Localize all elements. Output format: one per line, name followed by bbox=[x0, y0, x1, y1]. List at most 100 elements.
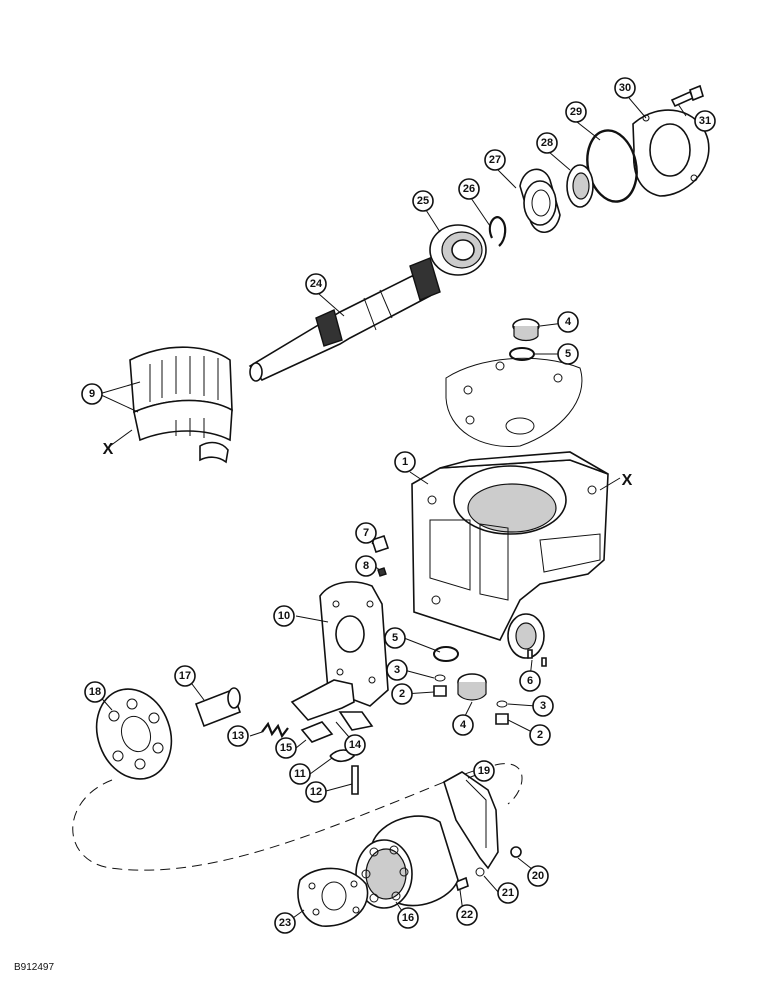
svg-text:5: 5 bbox=[392, 632, 398, 644]
svg-text:2: 2 bbox=[537, 729, 543, 741]
housing-gasket bbox=[445, 357, 583, 448]
callout-2-left: 2 bbox=[391, 683, 413, 705]
callout-19: 19 bbox=[473, 760, 495, 782]
part-6-dowel bbox=[527, 649, 547, 667]
callout-12: 12 bbox=[305, 781, 327, 803]
callout-28: 28 bbox=[536, 132, 558, 154]
part-25-bearing bbox=[429, 224, 487, 276]
svg-text:24: 24 bbox=[310, 278, 323, 290]
svg-text:13: 13 bbox=[232, 730, 244, 742]
svg-text:2: 2 bbox=[399, 688, 405, 700]
svg-text:26: 26 bbox=[463, 183, 475, 195]
svg-text:14: 14 bbox=[349, 739, 362, 751]
callout-27: 27 bbox=[484, 149, 506, 171]
section-marker-x-left: X bbox=[103, 441, 114, 458]
part-13-spring bbox=[261, 721, 289, 739]
callout-17: 17 bbox=[174, 665, 196, 687]
callout-5-top: 5 bbox=[557, 343, 579, 365]
part-12-pin bbox=[351, 765, 359, 795]
callout-18: 18 bbox=[84, 681, 106, 703]
part-16-cylinder-block bbox=[355, 815, 459, 909]
part-17-pin bbox=[194, 687, 242, 728]
part-14-lever bbox=[290, 679, 374, 731]
svg-text:6: 6 bbox=[527, 675, 533, 687]
svg-text:23: 23 bbox=[279, 917, 291, 929]
part-15-block bbox=[300, 721, 334, 743]
svg-text:20: 20 bbox=[532, 870, 544, 882]
svg-text:16: 16 bbox=[402, 912, 414, 924]
callout-31: 31 bbox=[694, 110, 716, 132]
part-31-bolt bbox=[670, 84, 704, 108]
figure-code: B912497 bbox=[14, 962, 54, 973]
svg-text:10: 10 bbox=[278, 610, 290, 622]
part-1-housing bbox=[411, 451, 609, 659]
part-4-plug-top bbox=[512, 318, 540, 342]
part-21-washer bbox=[475, 867, 485, 877]
callout-29: 29 bbox=[565, 101, 587, 123]
part-3-washer-left bbox=[434, 674, 446, 682]
svg-text:9: 9 bbox=[89, 388, 95, 400]
part-18-port-plate bbox=[95, 688, 173, 780]
part-2-plug-right bbox=[495, 713, 509, 725]
part-24-shaft bbox=[248, 257, 441, 382]
svg-text:4: 4 bbox=[565, 316, 572, 328]
svg-text:19: 19 bbox=[478, 765, 490, 777]
callout-4-lower: 4 bbox=[452, 714, 474, 736]
callout-15: 15 bbox=[275, 737, 297, 759]
svg-text:11: 11 bbox=[294, 768, 306, 780]
part-23-plate bbox=[297, 867, 369, 927]
callout-8: 8 bbox=[355, 555, 377, 577]
svg-text:27: 27 bbox=[489, 154, 501, 166]
svg-text:22: 22 bbox=[461, 909, 473, 921]
part-22-screw bbox=[455, 876, 469, 892]
svg-text:21: 21 bbox=[502, 887, 514, 899]
part-26-snap-ring bbox=[488, 216, 507, 247]
callout-23: 23 bbox=[274, 912, 296, 934]
part-19-gasket bbox=[443, 771, 499, 870]
callout-30: 30 bbox=[614, 77, 636, 99]
part-2-plug-left bbox=[433, 685, 447, 697]
callout-4-top: 4 bbox=[557, 311, 579, 333]
callout-5-lower: 5 bbox=[384, 627, 406, 649]
part-20-bolt bbox=[510, 846, 522, 858]
callout-6: 6 bbox=[519, 670, 541, 692]
part-9-bearing-cage bbox=[129, 346, 233, 464]
svg-text:5: 5 bbox=[565, 348, 571, 360]
callout-10: 10 bbox=[273, 605, 295, 627]
callout-26: 26 bbox=[458, 178, 480, 200]
callout-24: 24 bbox=[305, 273, 327, 295]
callout-25: 25 bbox=[412, 190, 434, 212]
callout-3-right: 3 bbox=[532, 695, 554, 717]
svg-text:15: 15 bbox=[280, 742, 292, 754]
svg-text:12: 12 bbox=[310, 786, 322, 798]
svg-text:7: 7 bbox=[363, 527, 369, 539]
callout-1: 1 bbox=[394, 451, 416, 473]
callout-7: 7 bbox=[355, 522, 377, 544]
part-27-bearing-cup bbox=[519, 168, 561, 233]
callout-13: 13 bbox=[227, 725, 249, 747]
svg-text:8: 8 bbox=[363, 560, 369, 572]
svg-text:3: 3 bbox=[394, 664, 400, 676]
svg-text:18: 18 bbox=[89, 686, 101, 698]
callout-9: 9 bbox=[81, 383, 103, 405]
callout-20: 20 bbox=[527, 865, 549, 887]
assembly-path-dashed bbox=[72, 763, 523, 871]
callout-16: 16 bbox=[397, 907, 419, 929]
svg-text:29: 29 bbox=[570, 106, 582, 118]
svg-text:1: 1 bbox=[402, 456, 408, 468]
svg-text:4: 4 bbox=[460, 719, 467, 731]
part-30-cover-plate bbox=[632, 109, 710, 197]
svg-text:25: 25 bbox=[417, 195, 429, 207]
callout-3-left: 3 bbox=[386, 659, 408, 681]
svg-text:31: 31 bbox=[699, 115, 711, 127]
svg-text:28: 28 bbox=[541, 137, 553, 149]
part-11-clip bbox=[329, 749, 355, 763]
part-4-plug-lower bbox=[457, 673, 487, 701]
part-7-key bbox=[370, 534, 390, 554]
svg-text:17: 17 bbox=[179, 670, 191, 682]
svg-text:30: 30 bbox=[619, 82, 631, 94]
section-marker-x-right: X bbox=[622, 472, 633, 489]
callout-14: 14 bbox=[344, 734, 366, 756]
part-3-washer-right bbox=[496, 700, 508, 708]
